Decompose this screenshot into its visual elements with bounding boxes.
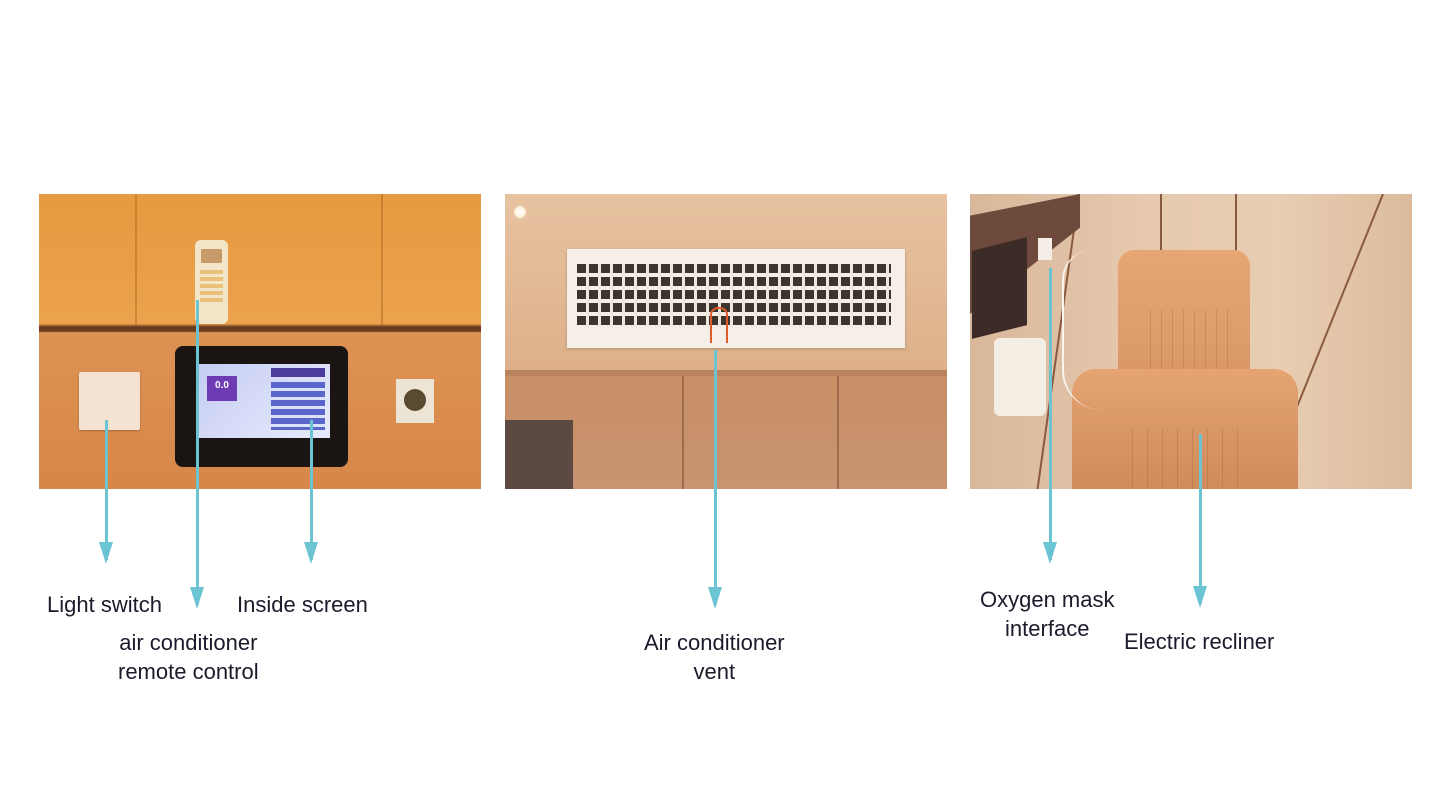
label-ac-remote: air conditioner remote control — [118, 630, 259, 684]
ceiling-light — [513, 205, 527, 219]
ribbon-tag — [710, 307, 728, 343]
label-electric-recliner: Electric recliner — [1124, 629, 1275, 654]
wall-panel-seam — [135, 194, 137, 326]
screen-reading: 0.0 — [207, 376, 237, 401]
label-inside-screen: Inside screen — [237, 592, 368, 617]
wall-seam — [1235, 194, 1237, 254]
cabinet-seam — [837, 376, 839, 489]
arrow-ac-remote — [190, 300, 204, 609]
oxygen-tube — [1062, 250, 1124, 410]
arrow-inside-screen — [304, 420, 318, 564]
arrow-recliner — [1193, 434, 1207, 608]
dark-box — [505, 420, 573, 489]
wall-seam — [1160, 194, 1162, 254]
arrow-light-switch — [99, 420, 113, 564]
photo-ac-vent — [505, 194, 947, 489]
oxygen-outlet — [396, 379, 434, 423]
ledge — [505, 370, 947, 376]
wall-holder — [994, 338, 1046, 416]
oxygen-mask-port — [1038, 238, 1052, 260]
wall-screen — [972, 237, 1027, 339]
light-switch — [79, 372, 140, 430]
inside-screen: 0.0 — [175, 346, 348, 467]
photo-control-wall: 0.0 — [39, 194, 481, 489]
cabinet-seam — [682, 376, 684, 489]
ac-vent-grille — [567, 249, 905, 348]
arrow-oxygen-mask — [1043, 268, 1057, 564]
label-ac-vent: Air conditioner vent — [644, 630, 785, 684]
label-oxygen-mask: Oxygen mask interface — [980, 587, 1115, 641]
label-light-switch: Light switch — [47, 592, 162, 617]
wall-panel-seam — [381, 194, 383, 326]
photo-recliner — [970, 194, 1412, 489]
arrow-ac-vent — [708, 350, 722, 609]
ac-remote-control — [195, 240, 228, 324]
